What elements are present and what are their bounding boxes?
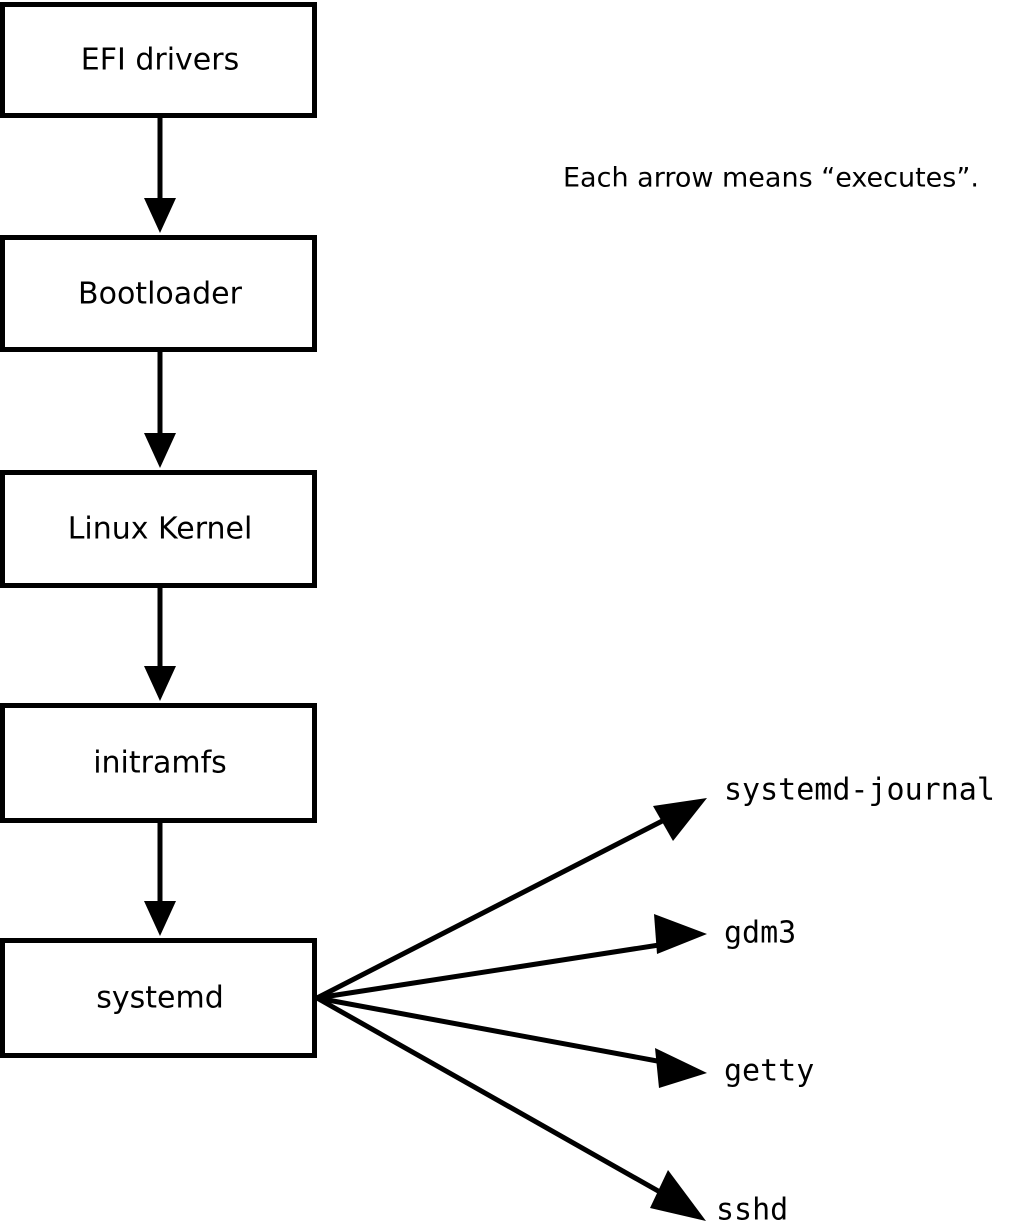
arrow-systemd-to-systemd-journal [315, 798, 707, 1001]
arrow-shaft [316, 940, 673, 1001]
node-label-bootloader: Bootloader [78, 277, 243, 312]
node-label-linux-kernel: Linux Kernel [68, 512, 253, 547]
arrow-efi-drivers-to-bootloader [144, 118, 176, 233]
chain-node-efi-drivers: EFI drivers [0, 2, 317, 118]
arrow-shaft [316, 995, 669, 1066]
arrow-head [144, 198, 176, 233]
chain-node-initramfs: initramfs [0, 703, 317, 823]
arrow-systemd-to-getty [316, 995, 707, 1088]
node-box-systemd [0, 938, 317, 1058]
chain-node-systemd: systemd [0, 938, 317, 1058]
chain-node-linux-kernel: Linux Kernel [0, 470, 317, 588]
legend-caption: Each arrow means “executes”. [563, 163, 979, 194]
arrow-systemd-to-sshd [315, 995, 706, 1221]
chain-node-bootloader: Bootloader [0, 235, 317, 352]
arrow-shaft [315, 813, 674, 1001]
arrow-head [653, 798, 707, 841]
service-label-getty: getty [724, 1054, 814, 1089]
node-box-linux-kernel [0, 470, 317, 588]
arrow-initramfs-to-systemd [144, 823, 176, 936]
node-box-initramfs [0, 703, 317, 823]
node-label-efi-drivers: EFI drivers [81, 43, 239, 78]
node-box-bootloader [0, 235, 317, 352]
service-label-sshd: sshd [716, 1193, 788, 1228]
arrow-head [144, 901, 176, 936]
service-label-gdm3: gdm3 [724, 916, 796, 951]
node-label-initramfs: initramfs [93, 746, 227, 781]
arrow-bootloader-to-linux-kernel [144, 352, 176, 468]
arrow-head [654, 914, 707, 954]
arrow-linux-kernel-to-initramfs [144, 588, 176, 701]
arrow-head [144, 666, 176, 701]
arrow-shaft [315, 995, 669, 1199]
arrow-systemd-to-gdm3 [316, 914, 707, 1001]
node-label-systemd: systemd [96, 981, 224, 1016]
arrow-head [144, 433, 176, 468]
node-box-efi-drivers [0, 2, 317, 118]
service-label-systemd-journal: systemd-journal [724, 773, 995, 808]
arrow-head [655, 1048, 707, 1088]
arrow-head [650, 1170, 706, 1221]
